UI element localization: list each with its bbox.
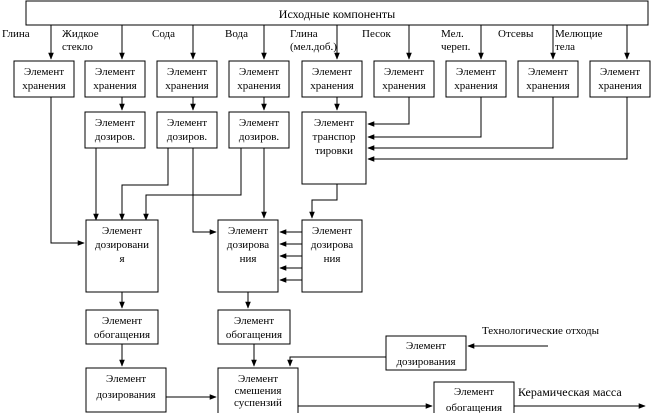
to-bottom-arrows bbox=[119, 344, 257, 367]
output-label: Керамическая масса bbox=[518, 385, 622, 399]
component-clay-additive: Глина(мел.доб.) bbox=[290, 28, 337, 53]
dosing-box-water bbox=[228, 111, 290, 149]
storage-to-dosing-arrows bbox=[119, 97, 628, 162]
storage-box-sand bbox=[373, 60, 435, 98]
header-arrows bbox=[48, 25, 630, 60]
dosing-box-third bbox=[301, 219, 363, 293]
storage-box-grinding-bodies bbox=[589, 60, 651, 98]
dosing-box-bottom bbox=[85, 367, 167, 413]
component-sand: Песок bbox=[362, 28, 391, 40]
waste-label: Технологические отходы bbox=[482, 325, 600, 337]
storage-box-shards bbox=[445, 60, 507, 98]
storage-box-liquid-glass bbox=[84, 60, 146, 98]
dosing-box-second bbox=[217, 219, 279, 293]
enrichment-box-left bbox=[85, 309, 159, 345]
storage-box-screenings bbox=[517, 60, 579, 98]
dosing-box-soda bbox=[156, 111, 218, 149]
transport-box bbox=[301, 111, 367, 185]
storage-box-clay-additive bbox=[301, 60, 363, 98]
enrichment-box-final bbox=[433, 381, 515, 413]
dosing-box-main bbox=[85, 219, 159, 293]
component-screenings: Отсевы bbox=[498, 28, 534, 40]
component-clay: Глина bbox=[2, 28, 30, 40]
dosing-box-liquid-glass bbox=[84, 111, 146, 149]
component-soda: Сода bbox=[152, 28, 175, 40]
source-components-header bbox=[25, 0, 649, 26]
transfer-arrows bbox=[279, 229, 302, 283]
component-water: Вода bbox=[225, 28, 248, 40]
component-shards: Мел.череп. bbox=[441, 28, 471, 53]
enrichment-box-right bbox=[217, 309, 291, 345]
storage-box-clay bbox=[13, 60, 75, 98]
dosing-to-middle-arrows bbox=[50, 97, 338, 246]
mixing-box bbox=[217, 367, 299, 413]
storage-box-soda bbox=[156, 60, 218, 98]
dosing-box-waste bbox=[385, 335, 467, 371]
to-enrichment-arrows bbox=[119, 292, 251, 309]
header-label: Исходные компоненты bbox=[279, 7, 395, 21]
storage-box-water bbox=[228, 60, 290, 98]
